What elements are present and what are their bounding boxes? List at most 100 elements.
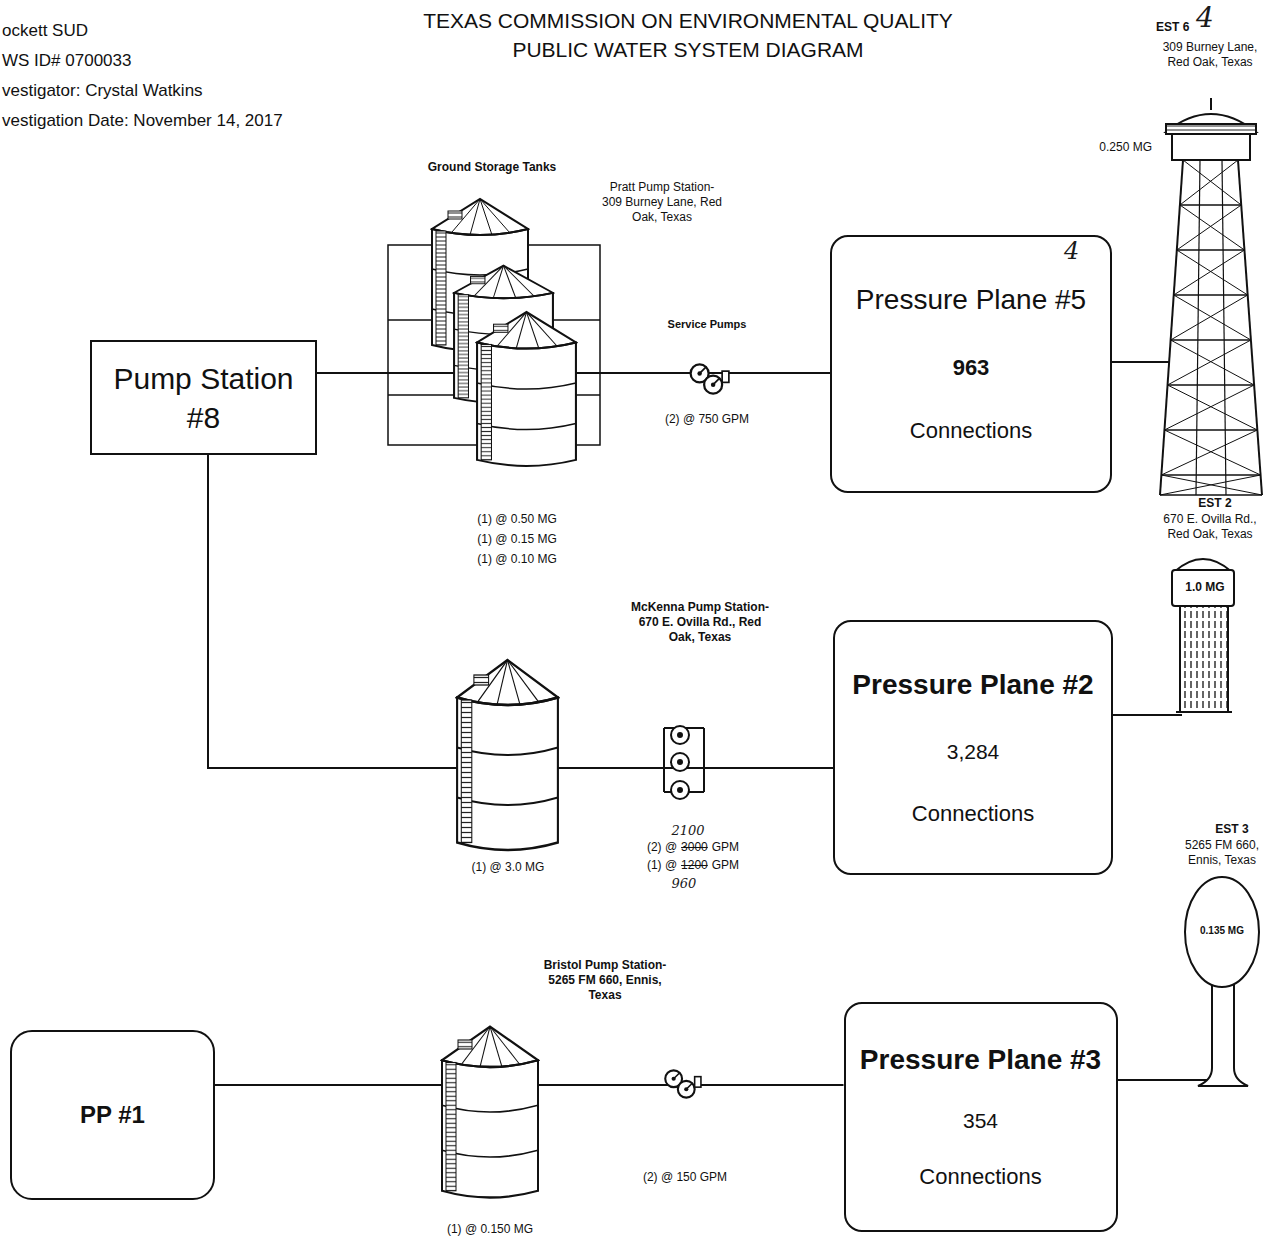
annotation-label: McKenna Pump Station- 670 E. Ovilla Rd.,…	[629, 600, 771, 645]
annotation-label: 0.250 MG	[1082, 140, 1152, 155]
elevated-storage-tank	[1183, 160, 1241, 205]
service-pump	[678, 733, 682, 737]
elevated-storage-tank	[1177, 205, 1241, 250]
ground-storage-tank	[442, 1027, 538, 1198]
connection-count: 3,284	[947, 738, 1000, 765]
handwritten-note: 2100	[658, 823, 718, 839]
elevated-storage-tank	[1160, 160, 1183, 495]
annotation-label: EST 2	[1185, 496, 1245, 511]
annotation-label: 0.135 MG	[1192, 925, 1252, 938]
header-line: ockett SUD	[2, 20, 88, 41]
annotation-label: (1) @ 0.10 MG	[462, 552, 572, 567]
annotation-label: 1.0 MG	[1180, 580, 1230, 595]
header-line: WS ID# 0700033	[2, 50, 131, 71]
header-line: vestigator: Crystal Watkins	[2, 80, 203, 101]
pressure-plane-box: PP #1	[10, 1030, 215, 1200]
annotation-label: GPM	[712, 840, 739, 855]
tower-line	[1111, 1079, 1212, 1081]
elevated-storage-tank	[1160, 475, 1261, 495]
elevated-storage-tank	[1160, 494, 1262, 496]
header-line: vestigation Date: November 14, 2017	[2, 110, 283, 131]
annotation-label: Pratt Pump Station- 309 Burney Lane, Red…	[598, 180, 726, 225]
annotation-label: 3000	[681, 840, 708, 855]
elevated-storage-tank	[1166, 124, 1256, 134]
connection-count: 354	[963, 1107, 998, 1134]
elevated-storage-tank	[1177, 250, 1248, 295]
elevated-storage-tank	[1185, 877, 1259, 1086]
elevated-storage-tank	[1238, 160, 1262, 495]
annotation-label: 670 E. Ovilla Rd., Red Oak, Texas	[1153, 512, 1268, 542]
pump-station-box: Pump Station #8	[90, 340, 317, 455]
annotation-label: (1) @ 0.15 MG	[462, 532, 572, 547]
elevated-storage-tank	[1180, 204, 1241, 206]
annotation-label: Bristol Pump Station- 5265 FM 660, Ennis…	[540, 958, 670, 1003]
service-pump	[671, 753, 689, 771]
diagram-title: TEXAS COMMISSION ON ENVIRONMENTAL QUALIT…	[398, 6, 978, 65]
elevated-storage-tank	[1180, 205, 1245, 250]
annotation-label: (1) @	[647, 858, 677, 873]
service-pump	[665, 1070, 701, 1097]
handwritten-note: 4	[1196, 0, 1214, 35]
elevated-storage-tank	[1185, 877, 1259, 987]
node-title: Pressure Plane #3	[860, 1042, 1101, 1078]
handwritten-note: 4	[1064, 236, 1079, 266]
handwritten-note: 960	[654, 876, 714, 892]
annotation-label: Service Pumps	[652, 318, 762, 332]
service-pump	[678, 760, 682, 764]
service-pump	[691, 364, 729, 393]
node-caption: Connections	[910, 417, 1032, 446]
ground-storage-tank	[477, 312, 576, 466]
service-pump	[671, 726, 689, 744]
elevated-storage-tank	[1172, 559, 1234, 712]
node-caption: Connections	[912, 800, 1034, 829]
elevated-storage-tank	[1160, 98, 1262, 495]
elevated-storage-tank	[1174, 294, 1248, 296]
elevated-storage-tank	[1168, 384, 1255, 386]
elevated-storage-tank	[1180, 160, 1238, 205]
tower-line	[1111, 714, 1182, 716]
ground-storage-tank	[432, 199, 576, 1198]
service-pump	[665, 364, 729, 1097]
elevated-storage-tank	[1174, 295, 1251, 340]
elevated-storage-tank	[1161, 430, 1257, 475]
elevated-storage-tank	[1171, 339, 1251, 341]
elevated-storage-tank	[1168, 385, 1258, 430]
elevated-storage-tank	[1174, 250, 1245, 295]
elevated-storage-tank	[1172, 134, 1250, 160]
annotation-label: 5265 FM 660, Ennis, Texas	[1178, 838, 1266, 868]
pump-rating-row: (1) @1200GPM	[645, 858, 741, 873]
annotation-label: (2) @	[647, 840, 677, 855]
elevated-storage-tank	[1161, 474, 1260, 476]
annotation-label: (1) @ 0.150 MG	[430, 1222, 550, 1237]
pressure-plane-box: Pressure Plane #3 354Connections	[844, 1002, 1118, 1232]
node-caption: Connections	[919, 1163, 1041, 1192]
annotation-label: (1) @ 0.50 MG	[462, 512, 572, 527]
tower-line	[1110, 361, 1170, 363]
annotation-label: Ground Storage Tanks	[407, 160, 577, 175]
ground-storage-tank	[457, 660, 558, 850]
elevated-storage-tank	[1164, 430, 1260, 475]
elevated-storage-tank	[1198, 984, 1248, 1086]
elevated-storage-tank	[1176, 711, 1232, 713]
elevated-storage-tank	[1171, 340, 1254, 385]
annotation-label: (2) @ 750 GPM	[647, 412, 767, 427]
elevated-storage-tank	[1177, 249, 1245, 251]
node-title: Pressure Plane #5	[856, 282, 1086, 318]
elevated-storage-tank	[1172, 570, 1234, 606]
elevated-storage-tank	[1171, 295, 1248, 340]
annotation-label: EST 6	[1156, 20, 1189, 35]
pressure-plane-box: Pressure Plane #2 3,284Connections	[833, 620, 1113, 875]
connection-count: 963	[953, 354, 990, 383]
pump-rating-row: (2) @ 3000 GPM	[645, 840, 741, 855]
pressure-plane-box: Pressure Plane #5 963Connections	[830, 235, 1112, 493]
elevated-storage-tank	[1164, 429, 1257, 431]
service-pump	[678, 788, 682, 792]
annotation-label: 1200	[681, 858, 708, 873]
elevated-storage-tank	[1164, 385, 1254, 430]
node-title: Pressure Plane #2	[852, 667, 1093, 703]
elevated-storage-tank	[1210, 98, 1212, 110]
node-title: PP #1	[80, 1099, 145, 1130]
node-title: Pump Station #8	[104, 359, 303, 437]
elevated-storage-tank	[1168, 340, 1251, 385]
